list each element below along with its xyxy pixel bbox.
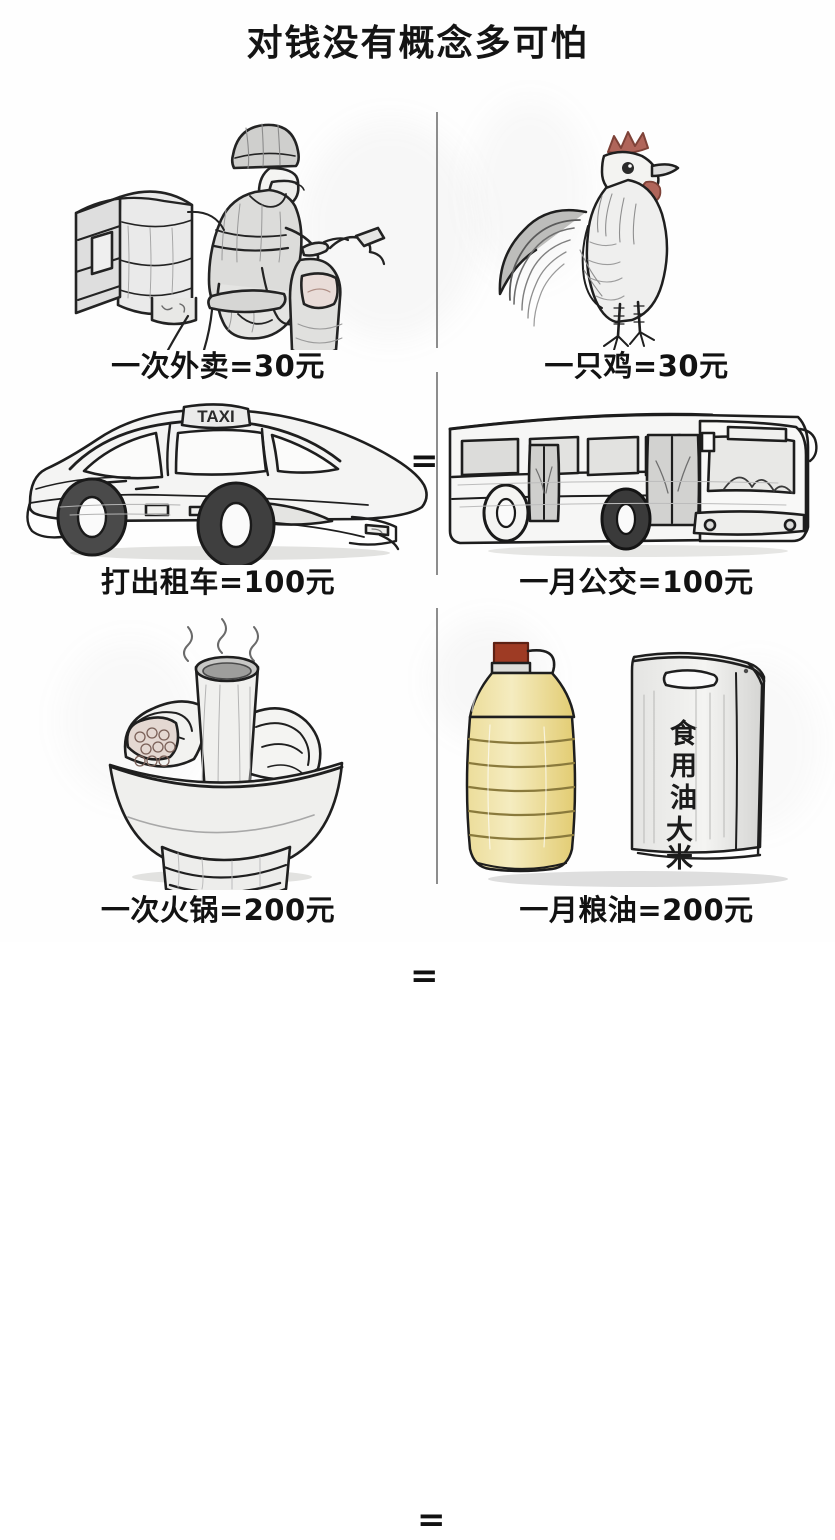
row-3-right-cell: 食 用 油 大 米 一月粮油=200元	[438, 615, 835, 935]
caption-row-1-left: 一次外卖=30元	[111, 349, 325, 383]
row-1-right-cell: 一只鸡=30元	[438, 100, 835, 385]
row-1-left-cell: 一次外卖=30元	[0, 100, 436, 385]
comparison-row-3: 一次火锅=200元	[0, 615, 835, 1537]
row-2-right-cell: 一月公交=100元	[438, 385, 835, 615]
oil-label-char: 用	[670, 751, 697, 782]
caption-row-3-right: 一月粮油=200元	[519, 893, 754, 927]
caption-row-1-right: 一只鸡=30元	[544, 349, 729, 383]
city-bus-icon	[448, 412, 818, 557]
comparison-row-2: TAXI	[0, 385, 835, 993]
poster-canvas: 对钱没有概念多可怕	[0, 23, 835, 1537]
hotpot-bowl-icon	[108, 618, 344, 890]
rice-label-char: 大	[666, 815, 693, 846]
caption-row-3-left: 一次火锅=200元	[100, 893, 336, 927]
rooster-icon	[498, 131, 680, 350]
equals-sign-row-3: =	[417, 1500, 446, 1540]
comparison-row-1: 一次外卖=30元	[0, 100, 835, 478]
vertical-divider-row-2	[436, 372, 438, 575]
vertical-divider-row-1	[436, 112, 438, 348]
caption-row-2-left: 打出租车=100元	[100, 565, 336, 599]
row-3-left-cell: 一次火锅=200元	[0, 615, 436, 935]
oil-label-char: 油	[670, 783, 697, 814]
oil-label-char: 食	[670, 718, 698, 750]
taxi-car-icon: TAXI	[26, 403, 428, 565]
vertical-divider-row-3	[436, 608, 438, 884]
delivery-rider-scooter-icon	[74, 123, 386, 350]
cooking-oil-and-rice-bag-icon: 食 用 油 大 米	[465, 641, 788, 887]
page-title: 对钱没有概念多可怕	[246, 23, 589, 64]
row-2-left-cell: TAXI	[0, 385, 436, 615]
taxi-roof-sign-label: TAXI	[197, 407, 234, 426]
equals-sign-row-2: =	[410, 956, 439, 996]
caption-row-2-right: 一月公交=100元	[519, 565, 754, 599]
